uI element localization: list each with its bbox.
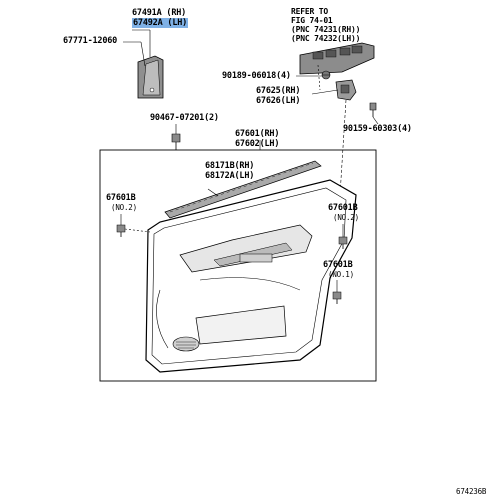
label-no2-right: (NO.2)	[333, 213, 359, 222]
label-67601: 67601(RH)	[235, 129, 280, 139]
label-67626: 67626(LH)	[256, 96, 301, 106]
label-67601B-right-lower: 67601B	[323, 260, 353, 270]
screw-90159	[369, 102, 377, 117]
label-no2-left: (NO.2)	[111, 203, 137, 212]
window-switch-base	[299, 42, 375, 75]
label-no1-right: (NO.1)	[328, 270, 354, 279]
refer-note-line3: (PNC 74231(RH))	[291, 25, 361, 34]
label-68171B: 68171B(RH)	[205, 161, 255, 171]
label-90189: 90189-06018(4)	[222, 71, 291, 81]
label-67602: 67602(LH)	[235, 139, 280, 149]
label-90159: 90159-60303(4)	[343, 124, 412, 134]
clip-right-lower	[332, 291, 342, 304]
refer-note-line1: REFER TO	[291, 7, 328, 16]
label-68172A: 68172A(LH)	[205, 171, 255, 181]
label-67771: 67771-12060	[63, 36, 118, 46]
refer-note-line2: FIG 74-01	[291, 16, 333, 25]
belt-weatherstrip	[164, 160, 322, 219]
label-90467: 90467-07201(2)	[150, 113, 219, 123]
label-67492A: 67492A (LH)	[132, 18, 189, 28]
refer-note-line4: (PNC 74232(LH))	[291, 34, 361, 43]
assembly-frame	[99, 149, 377, 382]
label-67601B-right-upper: 67601B	[328, 203, 358, 213]
label-67492A-highlight: 67492A (LH)	[132, 18, 189, 28]
label-67601B-left: 67601B	[106, 193, 136, 203]
clip-left	[116, 224, 126, 237]
pillar-garnish	[137, 55, 164, 99]
screw-90467	[171, 133, 181, 150]
label-67625: 67625(RH)	[256, 86, 301, 96]
label-67491A: 67491A (RH)	[132, 8, 187, 18]
switch-bracket	[335, 79, 357, 101]
figure-id: 674236B	[456, 487, 487, 496]
screw-90189	[321, 70, 331, 80]
door-trim-panel	[145, 179, 357, 373]
